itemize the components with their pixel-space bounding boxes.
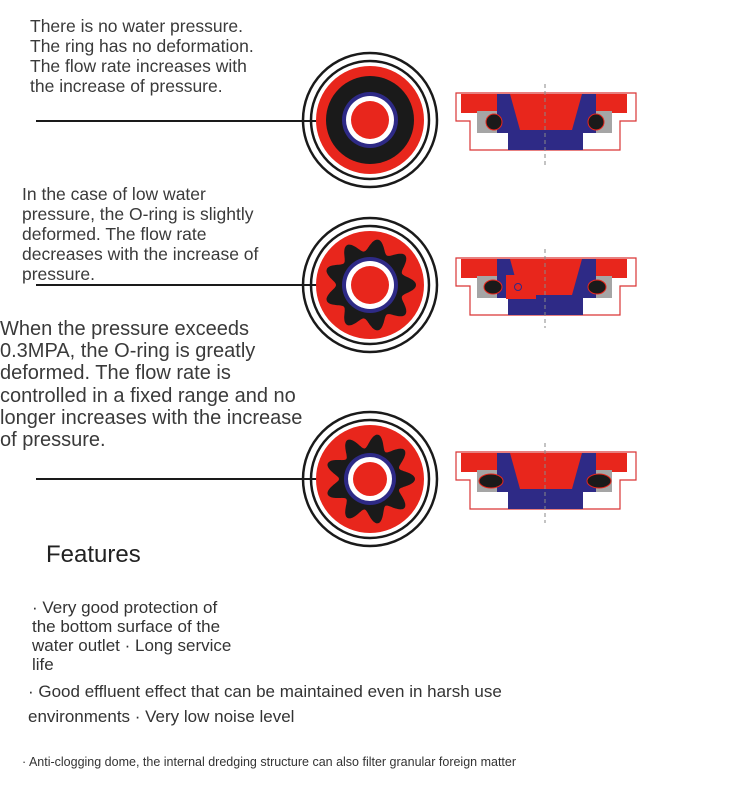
state-2-description: In the case of low water pressure, the O…: [22, 184, 259, 284]
state-1-red-core: [351, 101, 389, 139]
features-title: Features: [46, 541, 141, 568]
state-3-outer-ring: [301, 410, 439, 548]
state-1-description: There is no water pressure. The ring has…: [30, 16, 254, 96]
state-2-right-o-ring: [587, 279, 607, 295]
state-2-small-marker: [514, 283, 522, 291]
feature-item-effluent: · Good effluent effect that can be maint…: [28, 682, 502, 726]
state-3-housing-ring: [309, 418, 431, 540]
state-1-housing-ring: [309, 59, 431, 181]
state-1-ring-view: [36, 51, 439, 189]
feature-item-protection: · Very good protection of the bottom sur…: [32, 598, 232, 674]
state-2-ring-view: [36, 216, 439, 354]
state-3-cross-section: [455, 443, 637, 523]
state-1-cross-section: [455, 84, 637, 165]
state-3-ring-view: [36, 410, 439, 548]
state-1-right-o-ring: [587, 113, 605, 131]
state-2-cross-section: [455, 249, 637, 328]
state-1-left-o-ring: [485, 113, 503, 131]
state-2-housing-ring: [309, 224, 431, 346]
feature-item-anti-clogging: · Anti-clogging dome, the internal dredg…: [22, 755, 517, 769]
state-3-red-core: [353, 462, 387, 496]
state-2-red-core: [351, 266, 389, 304]
state-3-red-channel: [510, 453, 582, 489]
state-2-left-o-ring: [483, 279, 503, 295]
state-1-outer-ring: [301, 51, 439, 189]
state-3-right-o-ring: [586, 473, 612, 489]
state-3-left-o-ring: [478, 473, 504, 489]
state-2-outer-ring: [301, 216, 439, 354]
state-1-red-channel: [510, 94, 582, 130]
state-3-description: When the pressure exceeds 0.3MPA, the O-…: [0, 318, 303, 452]
